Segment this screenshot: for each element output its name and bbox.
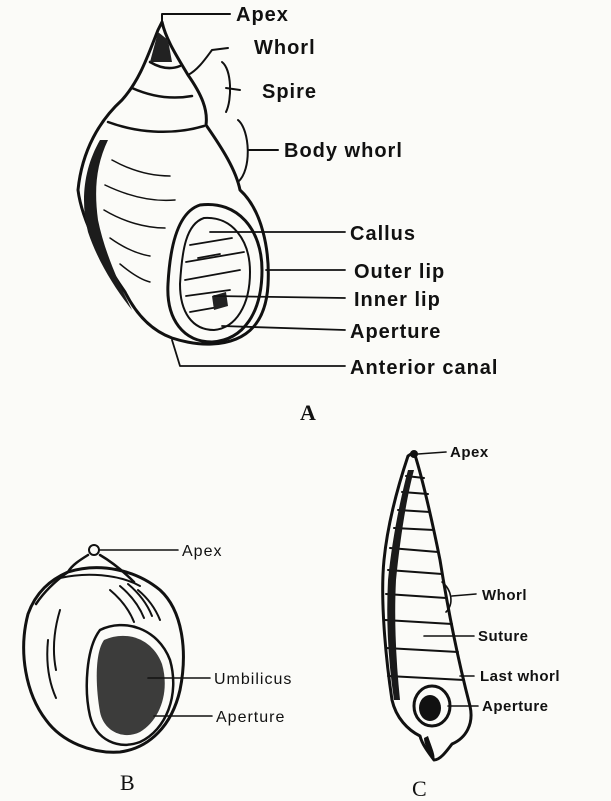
label-a-body-whorl: Body whorl bbox=[284, 140, 403, 162]
caption-c: C bbox=[412, 776, 427, 801]
label-c-apex: Apex bbox=[450, 444, 489, 461]
label-c-whorl: Whorl bbox=[482, 587, 527, 604]
label-c-suture: Suture bbox=[478, 628, 529, 645]
label-c-aperture: Aperture bbox=[482, 698, 549, 715]
shell-b bbox=[24, 545, 184, 752]
label-b-apex: Apex bbox=[182, 543, 222, 560]
caption-b: B bbox=[120, 770, 135, 795]
labels-a: Apex Whorl Spire Body whorl Callus Outer… bbox=[236, 4, 498, 425]
caption-a: A bbox=[300, 400, 316, 425]
label-a-anterior-canal: Anterior canal bbox=[350, 357, 498, 379]
label-a-aperture: Aperture bbox=[350, 321, 441, 343]
shell-c bbox=[383, 450, 471, 760]
label-a-apex: Apex bbox=[236, 4, 289, 26]
leaders-c bbox=[418, 452, 478, 706]
label-a-outer-lip: Outer lip bbox=[354, 261, 445, 283]
label-a-spire: Spire bbox=[262, 81, 317, 103]
label-a-inner-lip: Inner lip bbox=[354, 289, 441, 311]
label-c-last-whorl: Last whorl bbox=[480, 668, 560, 685]
label-b-umbilicus: Umbilicus bbox=[214, 671, 292, 688]
label-a-whorl: Whorl bbox=[254, 37, 316, 59]
label-a-callus: Callus bbox=[350, 223, 416, 245]
label-b-aperture: Aperture bbox=[216, 709, 285, 726]
